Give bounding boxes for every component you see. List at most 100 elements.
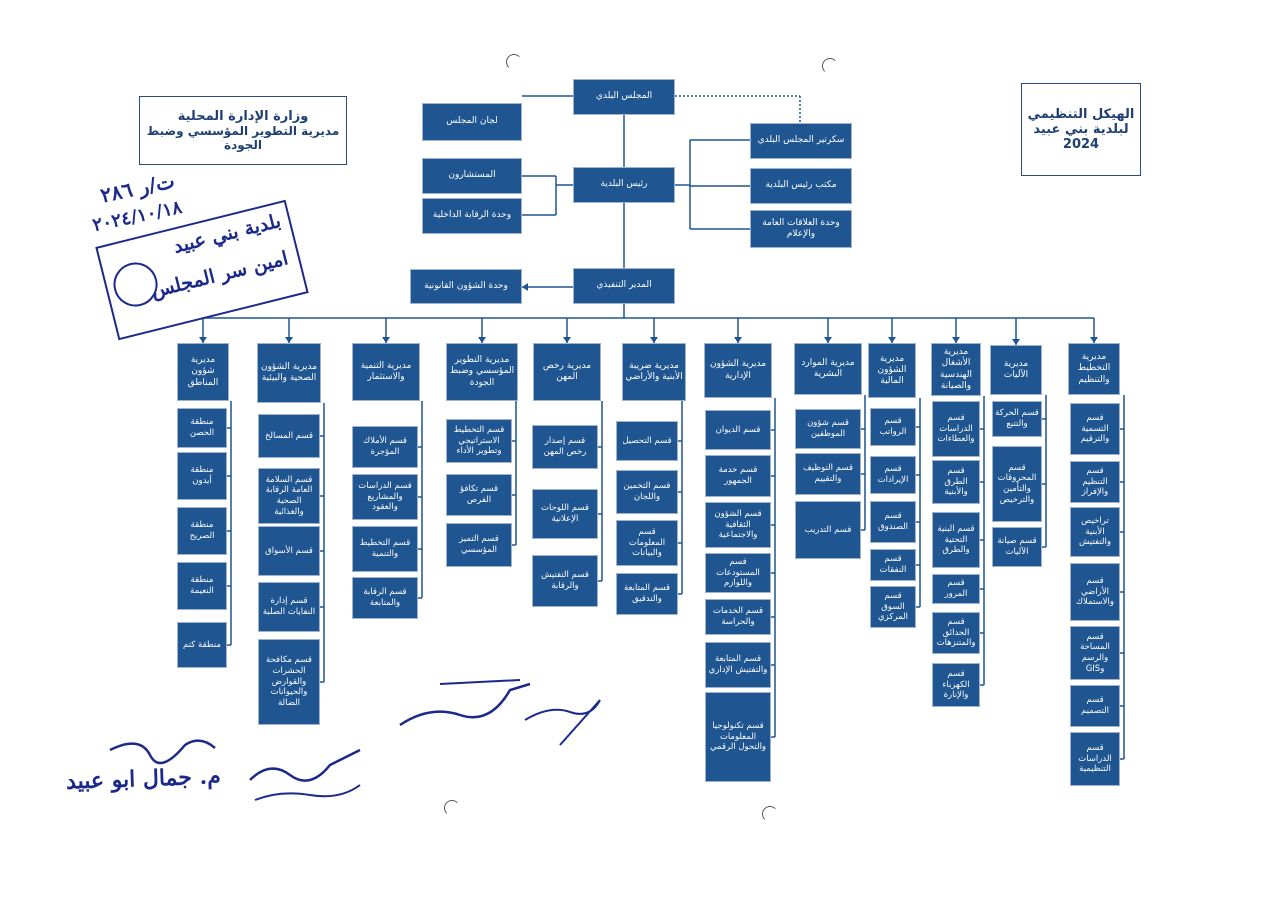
section-box: منطقة الصريح [177,507,227,555]
section-label: قسم التخمين واللجان [623,481,671,502]
directorate-box: مديرية ضريبة الأبنية والأراضي [622,343,686,401]
section-box: منطقة الحصن [177,408,227,448]
section-box: قسم الخدمات والحراسة [705,599,771,635]
section-label: قسم الدراسات والمشاريع والعقود [358,481,412,513]
section-label: قسم السلامة العامة الرقابة الصحية والغذا… [265,474,313,517]
section-box: قسم البنية التحتية والطرق [932,512,980,568]
section-box: قسم المستودعات واللوازم [705,553,771,593]
section-box: قسم الإيرادات [870,456,916,494]
section-box: قسم التخطيط الاستراتيجي وتطوير الأداء [446,419,512,463]
section-label: قسم الكهرباء والإنارة [942,669,970,701]
section-label: تراخيص الأبنية والتفتيش [1079,516,1111,548]
signature-scribble [249,748,361,782]
section-label: منطقة النعيمة [190,575,214,596]
section-label: منطقة الحصن [189,417,215,438]
section-box: قسم التنظيم والإفراز [1070,461,1120,503]
ministry-name: وزارة الإدارة المحلية [177,109,309,124]
punch-hole-icon [444,800,460,816]
punch-hole-icon [822,58,838,74]
advisors-box: المستشارون [422,158,522,194]
section-label: قسم التخطيط الاستراتيجي وتطوير الأداء [453,425,505,457]
section-box: قسم الأراضي والاستملاك [1070,563,1120,621]
council-secretary-label: سكرتير المجلس البلدي [757,135,845,146]
directorate-label: مديرية الشؤون الصحية والبيئية [260,361,318,383]
section-box: قسم الدراسات والمشاريع والعقود [352,474,418,520]
section-label: قسم تكنولوجيا المعلومات والتحول الرقمي [709,721,767,753]
directorate-box: مديرية التخطيط والتنظيم [1068,343,1120,395]
section-box: منطقة النعيمة [177,562,227,610]
committees-box: لجان المجلس [422,103,522,141]
section-box: قسم إدارة النفايات الصلبة [258,582,320,632]
section-label: منطقة كتم [183,639,221,650]
directorate-label: مديرية الآليات [1003,358,1029,380]
section-box: منطقة كتم [177,622,227,668]
exec-director-label: المدير التنفيذي [596,280,652,291]
directorate-label: مديرية شؤون المناطق [187,355,219,388]
arrow-head-icon [1012,339,1020,345]
section-label: قسم المستودعات واللوازم [716,557,760,589]
section-box: قسم الدراسات والعطاءات [932,401,980,457]
arrow-head-icon [650,337,658,343]
chart-title-year: 2024 [1062,137,1100,152]
section-box: قسم تكنولوجيا المعلومات والتحول الرقمي [705,692,771,782]
ministry-directorate-cont: الجودة [223,138,263,152]
section-box: قسم الرواتب [870,408,916,446]
section-label: قسم الديوان [715,424,761,435]
section-label: قسم المحروقات والتأمين والترخيص [997,462,1037,505]
section-box: قسم التوظيف والتقييم [795,453,861,495]
directorate-box: مديرية الشؤون الإدارية [704,343,772,398]
directorate-box: مديرية الشؤون الصحية والبيئية [257,343,321,403]
directorate-label: مديرية التنمية والاستثمار [360,360,412,382]
chart-title-line2: لبلدية بني عبيد [1033,122,1129,137]
section-box: قسم السوق المركزي [870,586,916,628]
arrow-head-icon [285,337,293,343]
directorate-label: مديرية رخص المهن [542,360,592,382]
directorate-label: مديرية التطوير المؤسسي وضبط الجودة [449,355,515,388]
council-box: المجلس البلدي [573,79,675,115]
advisors-label: المستشارون [448,170,496,181]
directorate-label: مديرية ضريبة الأبنية والأراضي [625,360,683,382]
section-box: قسم المعلومات والبيانات [616,520,678,566]
section-label: قسم الدراسات والعطاءات [937,413,975,445]
chart-title-line1: الهيكل التنظيمي [1027,107,1135,122]
arrow-head-icon [199,337,207,343]
arrow-head-icon [824,337,832,343]
arrow-head-icon [478,337,486,343]
punch-hole-icon [506,54,522,70]
exec-director-box: المدير التنفيذي [573,268,675,304]
council-secretary-box: سكرتير المجلس البلدي [750,123,852,159]
internal-audit-box: وحدة الرقابة الداخلية [422,198,522,234]
section-box: قسم التميز المؤسسي [446,523,512,567]
punch-hole-icon [762,806,778,822]
section-box: قسم مكافحة الحشرات والقوارض والحيوانات ا… [258,639,320,725]
section-label: قسم شؤون الموظفين [807,418,849,439]
section-box: قسم الديوان [705,410,771,450]
pr-unit-label: وحدة العلاقات العامة والإعلام [762,217,840,239]
section-label: قسم مكافحة الحشرات والقوارض والحيوانات ا… [266,655,312,708]
signature-scribble [439,679,521,685]
section-label: قسم السوق المركزي [878,591,908,623]
section-label: قسم الأملاك المؤجرة [363,436,407,457]
section-label: قسم الصندوق [877,511,909,532]
section-box: قسم السلامة العامة الرقابة الصحية والغذا… [258,468,320,524]
section-box: منطقة أيدون [177,452,227,500]
arrow-head-icon [888,337,896,343]
section-label: قسم الرواتب [879,416,907,437]
section-label: قسم التنظيم والإفراز [1081,466,1109,498]
section-box: قسم التخطيط والتنمية [352,526,418,572]
section-label: قسم الحدائق والمتنزهات [936,617,976,649]
section-label: قسم الطرق والأبنية [944,466,968,498]
section-box: قسم الأسواق [258,526,320,576]
directorate-box: مديرية رخص المهن [533,343,601,401]
section-box: قسم التحصيل [616,421,678,461]
section-label: قسم البنية التحتية والطرق [937,524,975,556]
pr-unit-box: وحدة العلاقات العامة والإعلام [750,210,852,248]
section-box: قسم الصندوق [870,501,916,543]
section-label: قسم صيانة الآليات [997,536,1037,557]
section-label: قسم التميز المؤسسي [459,534,499,555]
section-box: قسم الكهرباء والإنارة [932,663,980,707]
section-box: قسم الحدائق والمتنزهات [932,612,980,654]
chart-title: الهيكل التنظيمي لبلدية بني عبيد 2024 [1021,83,1141,176]
section-label: قسم التوظيف والتقييم [802,463,854,484]
